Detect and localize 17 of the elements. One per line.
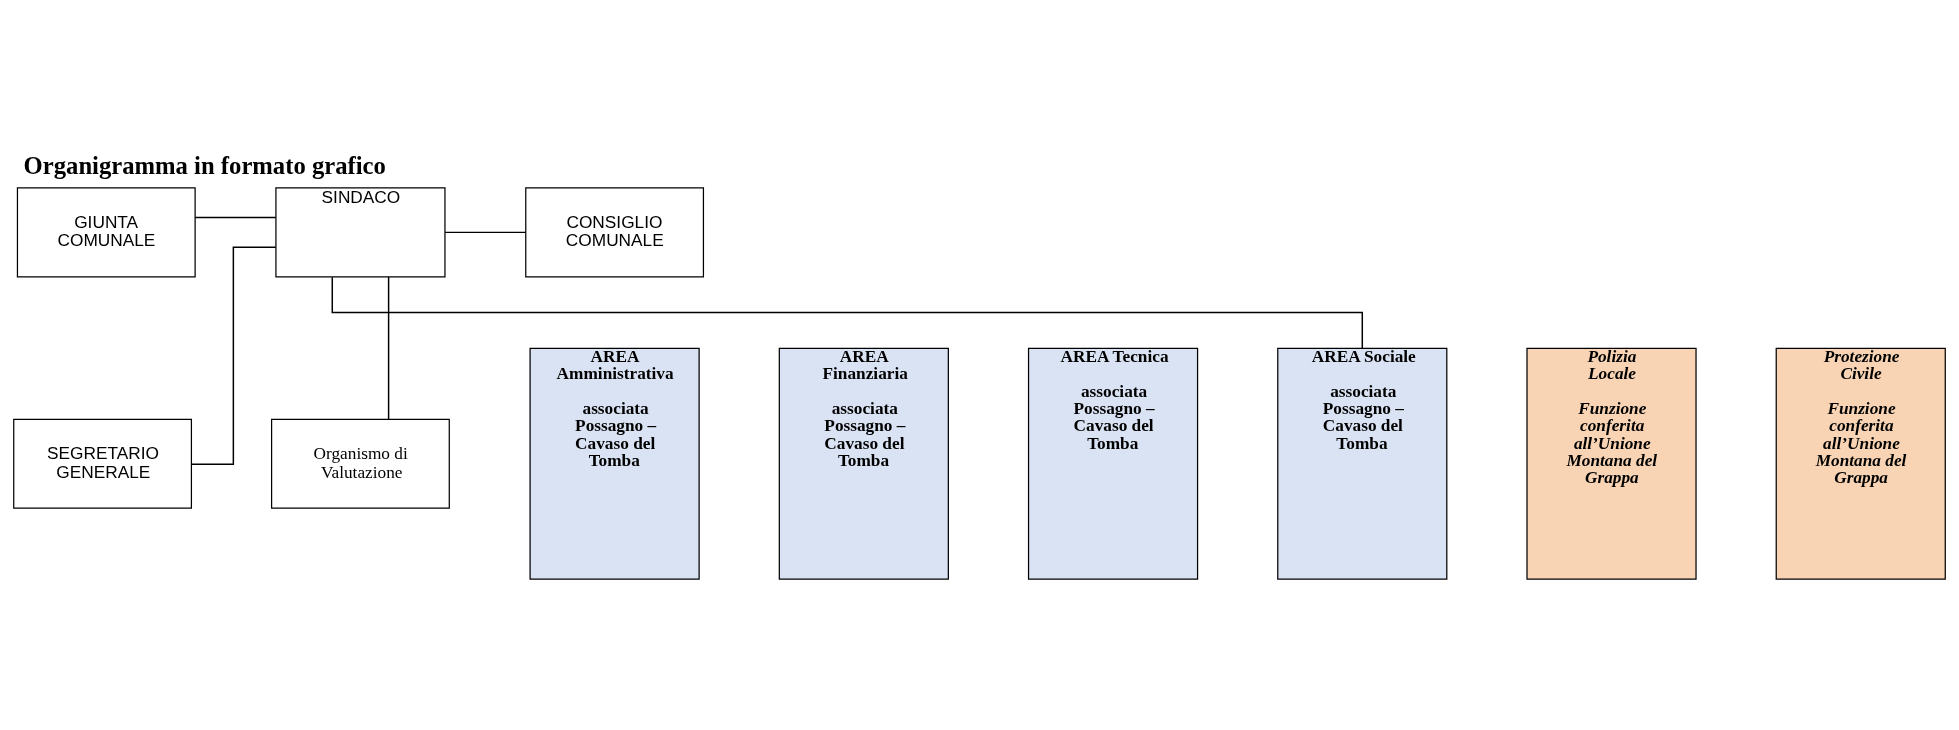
node-box: AREA Sociale associata Possagno – Cavaso del Tomba	[1277, 347, 1448, 580]
node-box: Polizia Locale Funzione conferita all’Unione Montana del Grappa	[1526, 347, 1697, 580]
node-box: CONSIGLIO COMUNALE	[525, 187, 705, 278]
connector	[331, 276, 1364, 349]
connector	[444, 231, 527, 234]
node-box: GIUNTA COMUNALE	[16, 187, 196, 278]
node-box: Organismo di Valutazione	[271, 418, 450, 509]
connector	[194, 216, 277, 219]
connector	[387, 276, 390, 420]
node-box: SINDACO	[275, 187, 446, 278]
node-box: Protezione Civile Funzione conferita all’Unione Montana del Grappa	[1775, 347, 1946, 580]
node-box: SEGRETARIO GENERALE	[13, 418, 193, 509]
node-box: AREA Finanziaria associata Possagno – Cavaso del Tomba	[778, 347, 949, 580]
diagram-title: Organigramma in formato grafico	[23, 152, 386, 180]
node-box: AREA Amministrativa associata Possagno – Cavaso del Tomba	[529, 347, 700, 580]
connector	[190, 246, 277, 466]
node-box: AREA Tecnica associata Possagno – Cavaso del Tomba	[1027, 347, 1199, 580]
